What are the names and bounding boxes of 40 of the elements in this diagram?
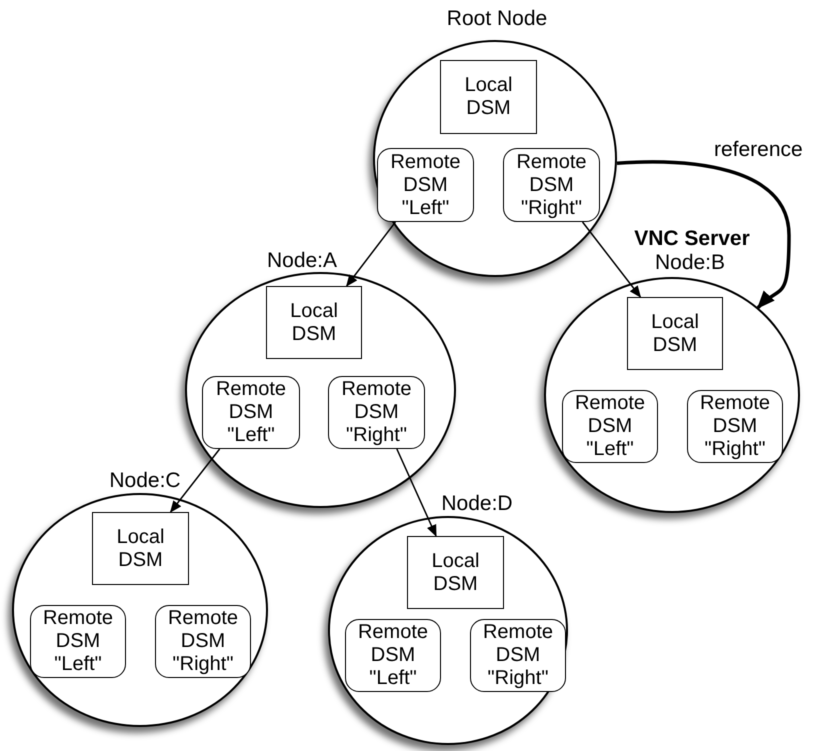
arrow: [396, 448, 437, 537]
node-heading: Node:C: [108, 470, 182, 492]
arrow: [616, 160, 791, 309]
remote-dsm-box: [503, 148, 600, 222]
remote-dsm-box: [687, 390, 783, 463]
remote-dsm-box: [562, 390, 658, 463]
box-label: Remote DSM "Right": [698, 392, 772, 461]
box-label: Remote DSM "Right": [515, 150, 588, 220]
remote-dsm-box: [470, 619, 566, 692]
remote-dsm-box: [345, 619, 441, 692]
box-label: Local DSM: [116, 526, 166, 572]
arrow: [582, 222, 642, 298]
local-dsm-box: [266, 286, 362, 359]
box-label: Remote DSM "Right": [166, 607, 240, 676]
box-label: Remote DSM "Left": [389, 150, 462, 220]
node-heading: Node:D: [440, 493, 514, 515]
remote-dsm-box: [377, 148, 474, 222]
remote-dsm-box: [155, 605, 251, 678]
local-dsm-box: [440, 60, 537, 134]
node-heading: Root Node: [446, 8, 548, 30]
box-label: Remote DSM "Left": [214, 378, 288, 447]
local-dsm-box: [92, 512, 189, 585]
box-label: Remote DSM "Left": [574, 392, 646, 461]
node-heading: Node:A: [266, 250, 338, 272]
box-label: Local DSM: [430, 550, 480, 596]
box-label: Local DSM: [289, 300, 339, 346]
node-heading: Node:B: [654, 252, 726, 274]
remote-dsm-box: [30, 605, 126, 678]
box-label: Remote DSM "Left": [356, 621, 430, 690]
remote-dsm-box: [328, 376, 425, 449]
node-heading: VNC Server: [633, 228, 751, 250]
box-label: Local DSM: [464, 74, 514, 120]
local-dsm-box: [407, 536, 504, 609]
local-dsm-box: [627, 297, 723, 370]
box-label: Remote DSM "Left": [42, 607, 114, 676]
box-label: Remote DSM "Right": [482, 621, 554, 690]
remote-dsm-box: [202, 376, 300, 449]
box-label: Local DSM: [650, 310, 700, 356]
arrow: [170, 448, 220, 513]
box-label: Remote DSM "Right": [340, 378, 413, 447]
